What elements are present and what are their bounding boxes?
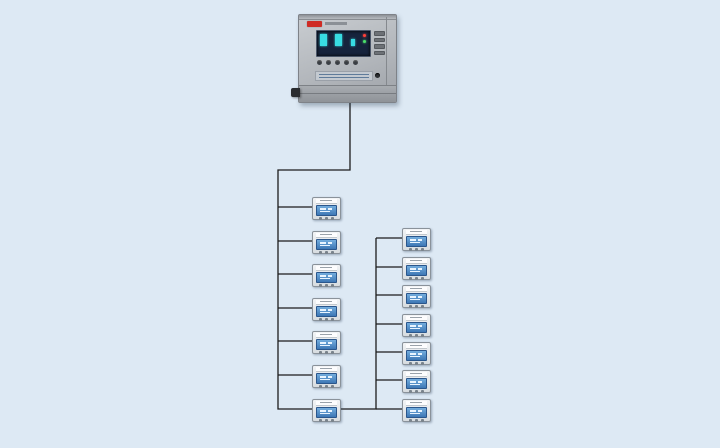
device-lcd-screen bbox=[406, 265, 427, 276]
side-buttons bbox=[373, 31, 385, 55]
right-branch-stubs bbox=[376, 237, 404, 410]
detector-module bbox=[402, 257, 431, 280]
device-terminals bbox=[313, 217, 340, 220]
device-lcd-screen bbox=[406, 322, 427, 333]
device-terminals bbox=[403, 419, 430, 422]
detector-module bbox=[402, 342, 431, 365]
device-lcd-screen bbox=[316, 339, 337, 350]
device-label-strip bbox=[316, 300, 337, 305]
device-lcd-screen bbox=[316, 205, 337, 216]
display-digit bbox=[335, 34, 343, 46]
cabinet-lower-panel bbox=[299, 85, 396, 102]
front-buttons bbox=[317, 60, 358, 65]
device-label-strip bbox=[316, 333, 337, 338]
device-lcd-screen bbox=[406, 407, 427, 418]
detector-module bbox=[402, 285, 431, 308]
door-seam bbox=[386, 17, 387, 100]
side-buzzer bbox=[291, 88, 300, 97]
device-lcd-screen bbox=[316, 239, 337, 250]
device-label-strip bbox=[406, 259, 427, 264]
keyhole bbox=[375, 73, 380, 78]
lcd-display bbox=[316, 30, 371, 57]
device-label-strip bbox=[406, 372, 427, 377]
left-branch-stubs bbox=[278, 206, 314, 376]
device-terminals bbox=[313, 318, 340, 321]
device-terminals bbox=[313, 251, 340, 254]
detector-module bbox=[402, 399, 431, 422]
device-terminals bbox=[403, 248, 430, 251]
detector-module bbox=[312, 197, 341, 220]
device-terminals bbox=[403, 305, 430, 308]
cabinet-top-band bbox=[299, 15, 396, 20]
detector-module bbox=[312, 399, 341, 422]
detector-module bbox=[402, 228, 431, 251]
detector-module bbox=[312, 298, 341, 321]
device-lcd-screen bbox=[316, 272, 337, 283]
device-label-strip bbox=[406, 316, 427, 321]
device-lcd-screen bbox=[316, 407, 337, 418]
device-terminals bbox=[313, 385, 340, 388]
alarm-led bbox=[363, 34, 366, 37]
detector-module bbox=[402, 370, 431, 393]
device-label-strip bbox=[316, 199, 337, 204]
device-terminals bbox=[403, 390, 430, 393]
device-lcd-screen bbox=[316, 306, 337, 317]
main-bus-line bbox=[277, 101, 377, 410]
device-terminals bbox=[313, 284, 340, 287]
power-led bbox=[363, 40, 366, 43]
device-label-strip bbox=[316, 233, 337, 238]
brand-logo bbox=[307, 21, 322, 27]
detector-module bbox=[402, 314, 431, 337]
device-lcd-screen bbox=[406, 378, 427, 389]
device-label-strip bbox=[406, 230, 427, 235]
device-label-strip bbox=[406, 287, 427, 292]
device-lcd-screen bbox=[316, 373, 337, 384]
device-terminals bbox=[313, 351, 340, 354]
device-lcd-screen bbox=[406, 236, 427, 247]
device-terminals bbox=[403, 334, 430, 337]
display-digit-small bbox=[350, 39, 355, 46]
alarm-controller bbox=[291, 14, 397, 103]
device-terminals bbox=[403, 277, 430, 280]
detector-module bbox=[312, 331, 341, 354]
device-label-strip bbox=[406, 344, 427, 349]
device-terminals bbox=[403, 362, 430, 365]
device-label-strip bbox=[406, 401, 427, 406]
label-strip bbox=[315, 71, 373, 81]
detector-module bbox=[312, 264, 341, 287]
device-lcd-screen bbox=[406, 293, 427, 304]
device-lcd-screen bbox=[406, 350, 427, 361]
brand-text-mark bbox=[325, 22, 347, 25]
display-digit bbox=[320, 34, 327, 46]
device-label-strip bbox=[316, 401, 337, 406]
detector-module bbox=[312, 365, 341, 388]
device-label-strip bbox=[316, 367, 337, 372]
detector-module bbox=[312, 231, 341, 254]
device-label-strip bbox=[316, 266, 337, 271]
device-terminals bbox=[313, 419, 340, 422]
